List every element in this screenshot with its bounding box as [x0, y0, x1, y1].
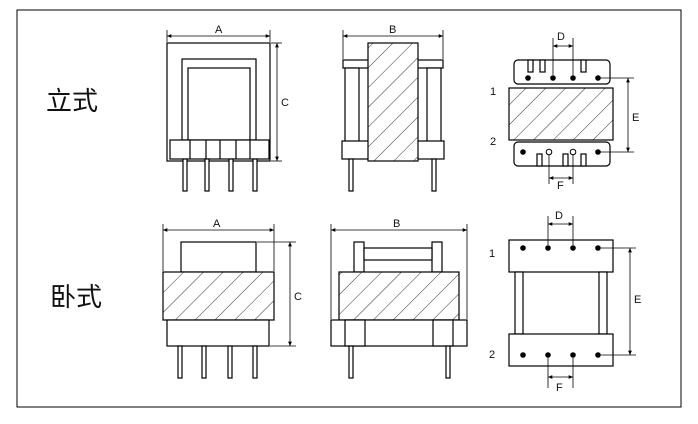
dim-label-a-horizontal: A [213, 218, 221, 230]
dim-label-d-vertical: D [557, 31, 565, 43]
horizontal-side-view: B [330, 218, 468, 379]
horizontal-type-label: 卧式 [50, 283, 102, 313]
dim-label-b-vertical: B [389, 24, 396, 36]
outer-frame [16, 9, 682, 408]
dim-label-d-horizontal: D [555, 210, 563, 222]
dim-label-c-vertical: C [281, 97, 289, 109]
dim-label-e-horizontal: E [634, 294, 641, 306]
horizontal-front-view: A C [162, 218, 302, 379]
vertical-type-label: 立式 [46, 87, 98, 117]
vertical-bottom-view: D E F 1 2 [490, 31, 639, 192]
vertical-front-view: A C [166, 24, 289, 192]
dim-label-f-vertical: F [557, 180, 564, 192]
pin-2-label-horizontal: 2 [489, 349, 495, 361]
horizontal-bottom-view: D E F 1 2 [489, 210, 641, 394]
pin-2-label-vertical: 2 [490, 136, 496, 148]
dim-label-a-vertical: A [215, 24, 223, 36]
vertical-side-view: B [341, 24, 445, 192]
pin-1-label-horizontal: 1 [489, 248, 495, 260]
dim-label-f-horizontal: F [556, 382, 563, 394]
pin-1-label-vertical: 1 [490, 86, 496, 98]
dim-label-b-horizontal: B [393, 218, 400, 230]
dim-label-c-horizontal: C [294, 291, 302, 303]
dim-label-e-vertical: E [632, 112, 639, 124]
